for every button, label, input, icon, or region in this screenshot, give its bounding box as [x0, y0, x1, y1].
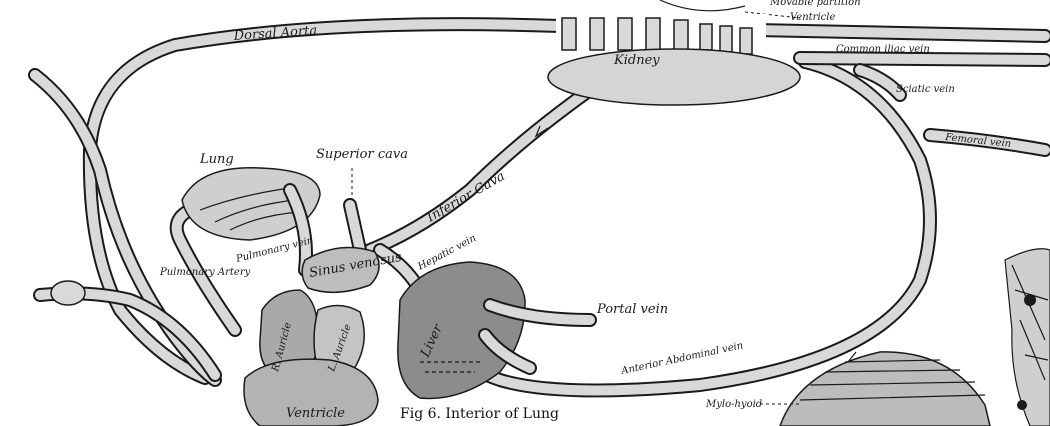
- label-pulmonary-artery: Pulmonary Artery: [159, 267, 251, 278]
- label-ventricle-top: Ventricle: [790, 12, 835, 23]
- kidney-shape: [548, 49, 800, 105]
- renal-branches: [556, 14, 766, 54]
- label-common-iliac-vein: Common iliac vein: [836, 44, 930, 55]
- superior-cava: [350, 168, 360, 250]
- label-sciatic-vein: Sciatic vein: [896, 84, 955, 95]
- label-ventricle: Ventricle: [286, 406, 345, 421]
- label-mylo-hyoid: Mylo-hyoid: [705, 399, 762, 410]
- label-femoral-vein: Femoral vein: [944, 132, 1012, 150]
- abdominal-vein-loop: [460, 62, 930, 390]
- label-movable-partition: Movable partition: [769, 0, 861, 8]
- inferior-cava: [370, 90, 590, 250]
- label-kidney: Kidney: [613, 53, 660, 68]
- label-dorsal-aorta: Dorsal Aorta: [232, 23, 317, 44]
- right-edge-sketch: [1005, 249, 1050, 426]
- label-lung: Lung: [199, 152, 234, 167]
- label-anterior-abdominal-vein: Anterior Abdominal vein: [619, 340, 744, 377]
- figure-caption: Fig 6. Interior of Lung: [400, 406, 559, 422]
- label-superior-cava: Superior cava: [316, 147, 408, 162]
- label-inferior-cava: Inferior Cava: [424, 169, 508, 226]
- label-portal-vein: Portal vein: [596, 302, 668, 317]
